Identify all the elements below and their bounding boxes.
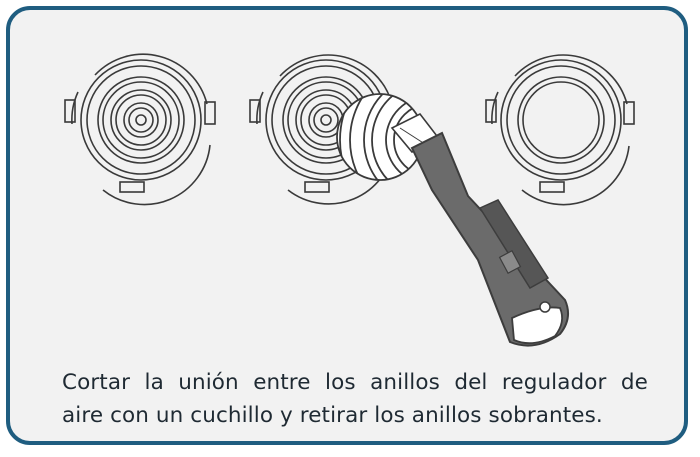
utility-knife-icon bbox=[390, 112, 570, 347]
instruction-line-2: aire con un cuchillo y retirar los anill… bbox=[62, 403, 603, 428]
regulator-outer-ring-icon bbox=[485, 54, 635, 206]
instruction-line-1: Cortar la unión entre los anillos del re… bbox=[62, 370, 648, 395]
instruction-text: Cortar la unión entre los anillos del re… bbox=[62, 366, 648, 432]
regulator-all-rings-icon bbox=[64, 53, 216, 206]
magnifier-icon bbox=[336, 93, 424, 181]
